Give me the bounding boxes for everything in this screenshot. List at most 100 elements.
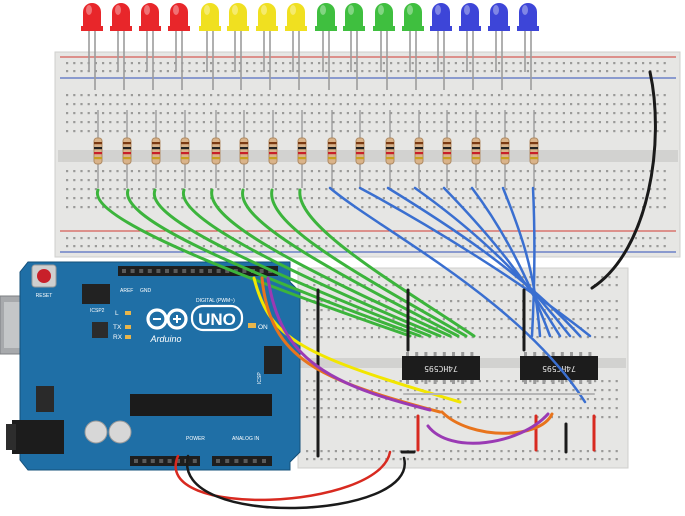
rail-hole xyxy=(399,458,402,461)
rail-hole xyxy=(476,70,479,73)
rail-hole xyxy=(426,237,429,240)
rail-hole xyxy=(493,284,496,287)
header-pin xyxy=(259,269,264,273)
breadboard-hole xyxy=(577,197,580,200)
breadboard-hole xyxy=(166,112,169,115)
breadboard-hole xyxy=(421,416,424,419)
breadboard-hole xyxy=(649,103,652,106)
breadboard-hole xyxy=(181,112,184,115)
breadboard-hole xyxy=(368,197,371,200)
breadboard-hole xyxy=(404,130,407,133)
breadboard-hole xyxy=(586,380,589,383)
rail-hole xyxy=(406,284,409,287)
rail-hole xyxy=(174,70,177,73)
rail-hole xyxy=(334,458,337,461)
rail-hole xyxy=(116,237,119,240)
rail-hole xyxy=(421,276,424,279)
chip-pin xyxy=(406,352,409,356)
rail-hole xyxy=(469,70,472,73)
rail-hole xyxy=(159,245,162,248)
rail-hole xyxy=(457,284,460,287)
rail-hole xyxy=(572,458,575,461)
breadboard-hole xyxy=(584,179,587,182)
rail-hole xyxy=(450,284,453,287)
rail-hole xyxy=(342,458,345,461)
rail-hole xyxy=(550,450,553,453)
breadboard-hole xyxy=(327,416,330,419)
breadboard-hole xyxy=(663,170,666,173)
rail-hole xyxy=(66,237,69,240)
breadboard-hole xyxy=(224,103,227,106)
breadboard-hole xyxy=(289,112,292,115)
breadboard-hole xyxy=(457,416,460,419)
breadboard-hole xyxy=(267,197,270,200)
rail-hole xyxy=(368,237,371,240)
breadboard-hole xyxy=(555,112,558,115)
rail-hole xyxy=(584,245,587,248)
breadboard-hole xyxy=(166,130,169,133)
rail-hole xyxy=(289,237,292,240)
chip-1-label: 74HC595 xyxy=(424,364,458,373)
breadboard-hole xyxy=(231,130,234,133)
rail-hole xyxy=(462,62,465,65)
breadboard-hole xyxy=(260,197,263,200)
breadboard-hole xyxy=(418,103,421,106)
breadboard-hole xyxy=(320,327,323,330)
breadboard-hole xyxy=(591,206,594,209)
breadboard-hole xyxy=(519,170,522,173)
breadboard-hole xyxy=(620,170,623,173)
breadboard-hole xyxy=(66,179,69,182)
breadboard-hole xyxy=(505,179,508,182)
breadboard-hole xyxy=(483,170,486,173)
shift-register-1: 74HC595 xyxy=(402,352,480,384)
resistor xyxy=(122,110,132,188)
rail-hole xyxy=(526,245,529,248)
breadboard-hole xyxy=(339,94,342,97)
rail-hole xyxy=(349,458,352,461)
header-pin xyxy=(150,459,155,463)
breadboard-hole xyxy=(486,327,489,330)
breadboard-hole xyxy=(66,94,69,97)
breadboard-hole xyxy=(476,197,479,200)
breadboard-hole xyxy=(536,407,539,410)
breadboard-hole xyxy=(94,170,97,173)
breadboard-hole xyxy=(615,336,618,339)
breadboard-hole xyxy=(375,103,378,106)
breadboard-hole xyxy=(469,188,472,191)
breadboard-hole xyxy=(282,121,285,124)
breadboard-hole xyxy=(138,179,141,182)
breadboard-hole xyxy=(512,170,515,173)
breadboard-hole xyxy=(397,206,400,209)
breadboard-hole xyxy=(469,179,472,182)
breadboard-hole xyxy=(565,327,568,330)
rail-hole xyxy=(404,70,407,73)
wire-purple xyxy=(266,276,432,412)
header-pin xyxy=(262,459,266,463)
breadboard-hole xyxy=(238,112,241,115)
rail-hole xyxy=(289,245,292,248)
rail-hole xyxy=(435,458,438,461)
breadboard-hole xyxy=(486,336,489,339)
breadboard-hole xyxy=(289,197,292,200)
rail-hole xyxy=(399,276,402,279)
wire-green-8 xyxy=(298,188,476,338)
breadboard-hole xyxy=(522,389,525,392)
breadboard-hole xyxy=(289,130,292,133)
breadboard-hole xyxy=(601,416,604,419)
breadboard-hole xyxy=(66,103,69,106)
breadboard-hole xyxy=(486,318,489,321)
breadboard-hole xyxy=(296,103,299,106)
breadboard-hole xyxy=(442,416,445,419)
breadboard-hole xyxy=(411,188,414,191)
breadboard-hole xyxy=(116,188,119,191)
rail-hole xyxy=(392,450,395,453)
rail-hole xyxy=(260,237,263,240)
breadboard-hole xyxy=(313,309,316,312)
breadboard-hole xyxy=(361,94,364,97)
breadboard-hole xyxy=(454,179,457,182)
breadboard-hole xyxy=(586,327,589,330)
breadboard-hole xyxy=(166,121,169,124)
breadboard-hole xyxy=(548,170,551,173)
breadboard-hole xyxy=(558,309,561,312)
chip-pin xyxy=(533,380,537,384)
